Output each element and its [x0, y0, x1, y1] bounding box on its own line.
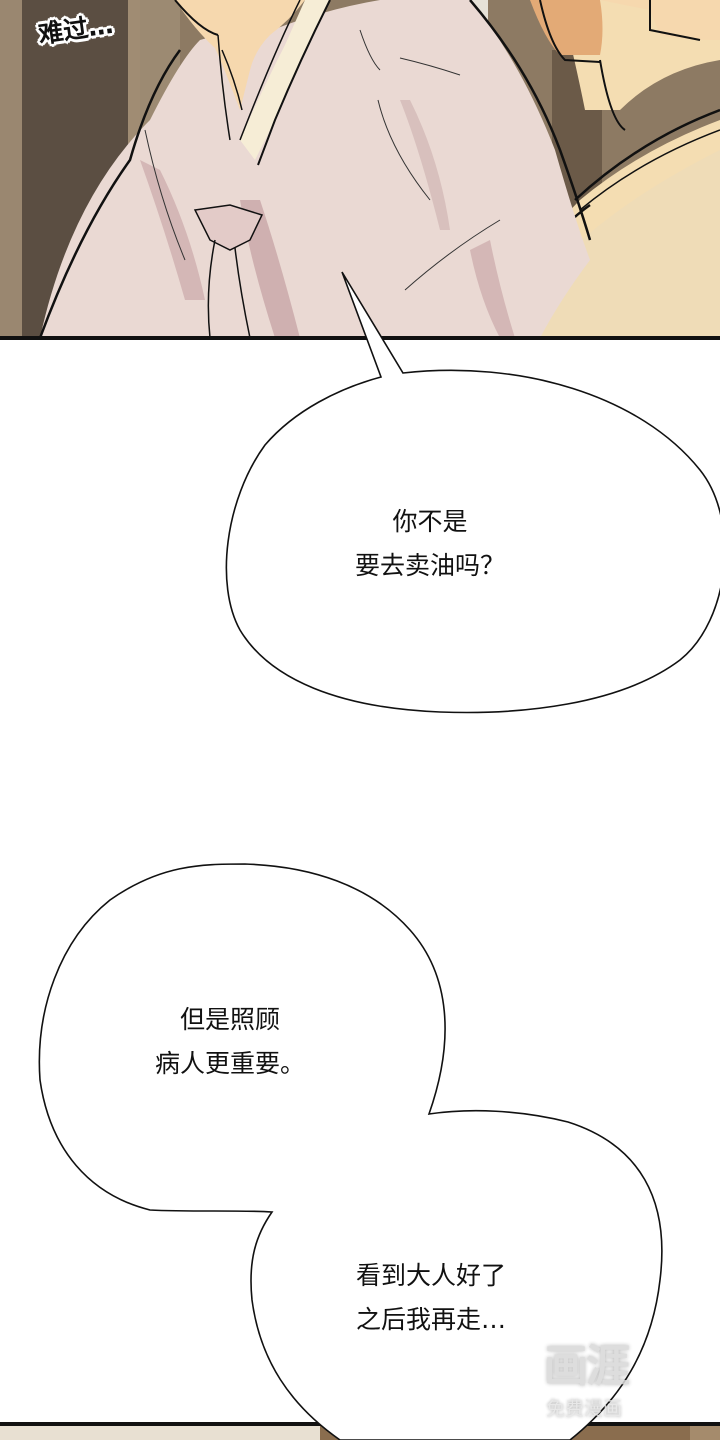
- watermark-subtitle: 免费漫画: [546, 1398, 623, 1420]
- bubble-2-text: 但是照顾 病人更重要。: [100, 998, 360, 1086]
- bubble-2-line-1: 但是照顾: [179, 1005, 280, 1034]
- watermark-logo: 画涯: [544, 1341, 630, 1392]
- bubble-2-line-2: 病人更重要。: [154, 1049, 305, 1078]
- speech-bubble-1: [225, 271, 720, 714]
- bubble-1-line-2: 要去卖油吗？: [354, 551, 505, 580]
- bubble-1-text: 你不是 要去卖油吗？: [300, 500, 560, 588]
- bubble-3-line-1: 看到大人好了: [356, 1261, 507, 1290]
- bubble-3-text: 看到大人好了 之后我再走…: [330, 1254, 610, 1342]
- top-panel: [0, 0, 720, 340]
- watermark: 画涯 免费漫画: [540, 1330, 660, 1430]
- bubble-1-line-1: 你不是: [392, 507, 468, 536]
- bubble-3-line-2: 之后我再走…: [356, 1305, 507, 1334]
- speech-bubble-2-3: [38, 863, 663, 1440]
